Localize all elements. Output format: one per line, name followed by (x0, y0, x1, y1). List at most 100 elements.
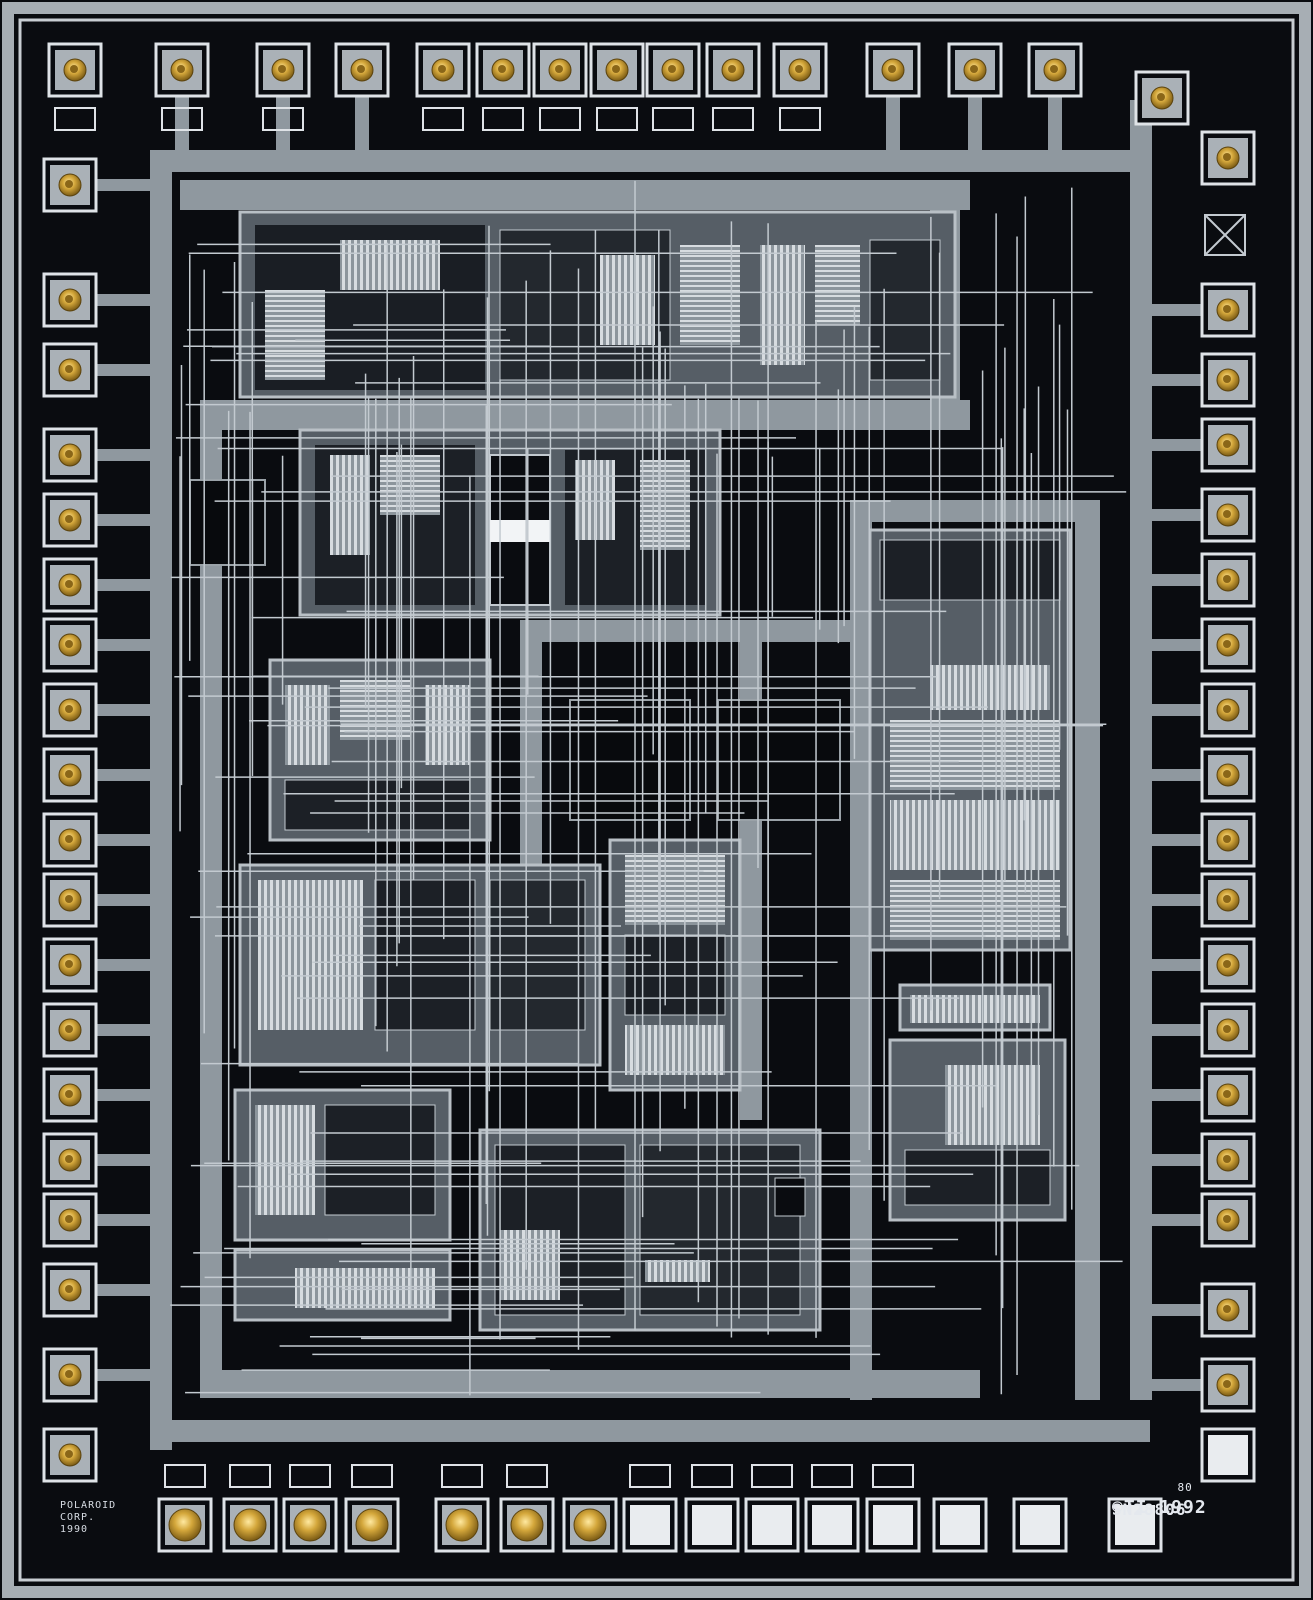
bond-pad (42, 1427, 98, 1483)
bond-pad (42, 272, 98, 328)
copyright-marking: 80 ©TI 1992 (1112, 1478, 1207, 1518)
circuit-block (238, 210, 957, 399)
bond-pad (334, 42, 390, 98)
pad-guard (161, 107, 203, 131)
bond-pad (1200, 1132, 1256, 1188)
bond-pad (42, 682, 98, 738)
bond-pad (947, 42, 1003, 98)
designer-year: 1990 (60, 1524, 89, 1535)
bond-pad (1200, 417, 1256, 473)
bond-pad (932, 1497, 988, 1553)
bond-pad (42, 747, 98, 803)
pad-guard (422, 107, 464, 131)
bond-pad (42, 157, 98, 213)
bond-pad (42, 1262, 98, 1318)
bond-pad (434, 1497, 490, 1553)
pad-guard (872, 1464, 914, 1488)
pad-guard (539, 107, 581, 131)
bond-pad (1200, 552, 1256, 608)
copyright-text: ©TI 1992 (1112, 1497, 1207, 1518)
bond-pad (772, 42, 828, 98)
pad-guard (164, 1464, 206, 1488)
pad-guard (779, 107, 821, 131)
routing-traces (96, 96, 1202, 1396)
bond-pad (42, 1192, 98, 1248)
bond-pad (622, 1497, 678, 1553)
bond-pad (705, 42, 761, 98)
bond-pad (42, 872, 98, 928)
circuit-block (478, 1128, 822, 1332)
bond-pad (255, 42, 311, 98)
pad-guard (811, 1464, 853, 1488)
designer-name: POLAROID (60, 1500, 117, 1511)
bond-pad (865, 42, 921, 98)
pad-guard (289, 1464, 331, 1488)
bond-pad (42, 1067, 98, 1123)
pad-guard (506, 1464, 548, 1488)
bond-pad (744, 1497, 800, 1553)
bond-pad (1200, 352, 1256, 408)
pad-guard (441, 1464, 483, 1488)
bond-pad (282, 1497, 338, 1553)
bond-pad (804, 1497, 860, 1553)
bond-pad (222, 1497, 278, 1553)
bond-pad (42, 1347, 98, 1403)
bond-pad (1200, 1002, 1256, 1058)
bond-pad (1200, 1192, 1256, 1248)
bond-pad (42, 937, 98, 993)
bond-pad (1027, 42, 1083, 98)
bond-pad (1200, 812, 1256, 868)
bond-pad (157, 1497, 213, 1553)
circuit-block (298, 428, 722, 617)
bond-pads (42, 42, 1256, 1553)
mask-code: 80 (1177, 1481, 1193, 1494)
bond-pad (1200, 1357, 1256, 1413)
bond-pad (42, 1132, 98, 1188)
bond-pad (42, 812, 98, 868)
bond-pad (47, 42, 103, 98)
bond-pad (562, 1497, 618, 1553)
circuit-block (233, 1088, 452, 1322)
bond-pad (1200, 872, 1256, 928)
bond-pad (42, 557, 98, 613)
circuit-block (608, 838, 742, 1092)
pad-guard (629, 1464, 671, 1488)
pad-guard (712, 107, 754, 131)
designer-marking: POLAROID CORP. 1990 (60, 1500, 116, 1536)
bond-pad (589, 42, 645, 98)
bond-pad (154, 42, 210, 98)
bond-pad (1200, 617, 1256, 673)
bond-pad (42, 427, 98, 483)
bond-pad (42, 1002, 98, 1058)
bond-pad (1012, 1497, 1068, 1553)
pad-guard (351, 1464, 393, 1488)
part-number-marking: SN28806 (1112, 1500, 1187, 1519)
designer-corp: CORP. (60, 1512, 96, 1523)
bond-pad (42, 342, 98, 398)
bond-pad (475, 42, 531, 98)
bond-pad (1200, 1282, 1256, 1338)
pad-guard (262, 107, 304, 131)
pad-guard (691, 1464, 733, 1488)
bond-pad (1200, 282, 1256, 338)
bond-pad (42, 617, 98, 673)
pad-guard (596, 107, 638, 131)
bond-pad (684, 1497, 740, 1553)
bond-pad (1200, 937, 1256, 993)
bond-pad (1200, 1067, 1256, 1123)
alignment-mark (1204, 214, 1246, 256)
bond-pad (532, 42, 588, 98)
bond-pad (1200, 682, 1256, 738)
circuit-block (868, 528, 1072, 952)
pad-guard (54, 107, 96, 131)
bond-pad (344, 1497, 400, 1553)
bond-pad (1200, 130, 1256, 186)
pad-guard (482, 107, 524, 131)
bond-pad (1200, 487, 1256, 543)
circuit-block (238, 863, 602, 1067)
bond-pad (1107, 1497, 1163, 1553)
empty-regions (189, 479, 841, 821)
bond-pad (645, 42, 701, 98)
circuit-block (888, 983, 1067, 1222)
